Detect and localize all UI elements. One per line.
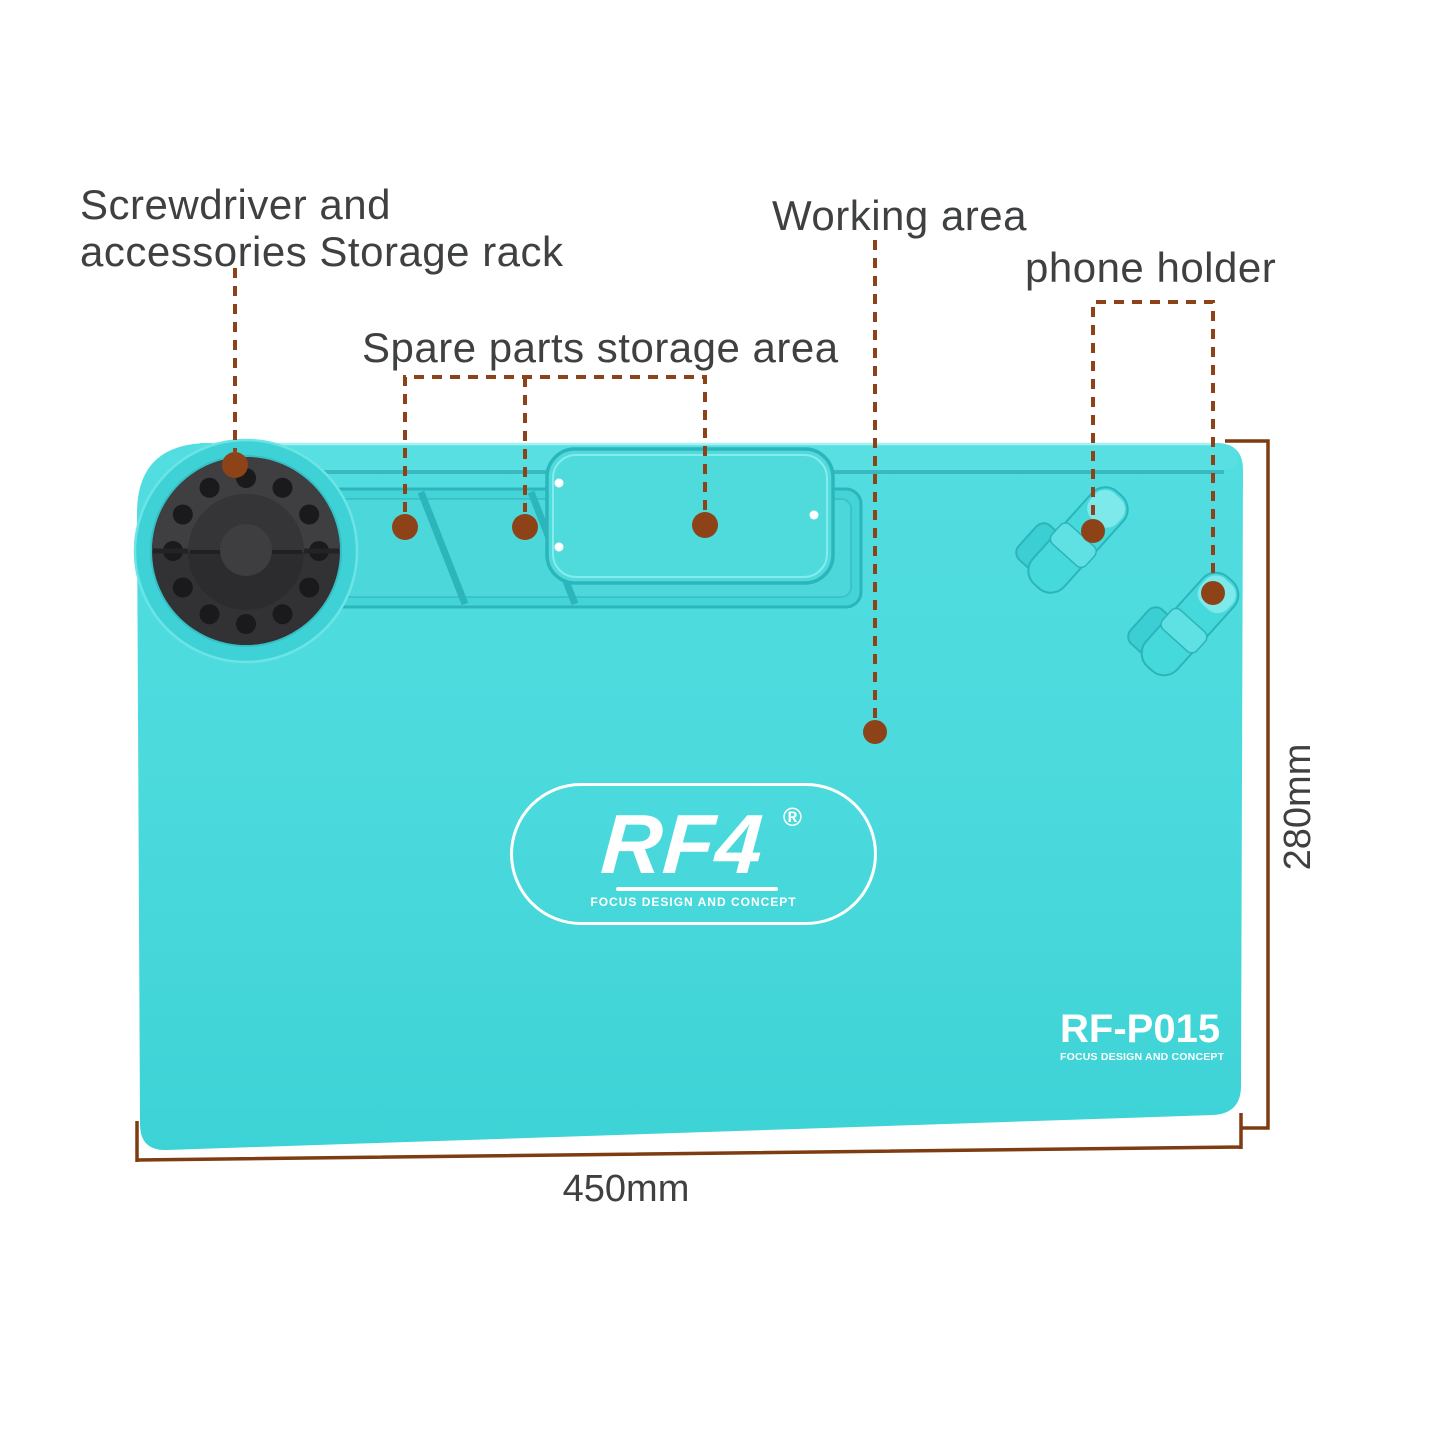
callout-dot-phone-1 [1081, 519, 1105, 543]
holder-base-rim [133, 438, 359, 664]
tray-screw-dot [809, 510, 819, 520]
callout-dots [222, 452, 1225, 744]
callout-dot-spare-2 [512, 514, 538, 540]
phone-hook-left [1015, 486, 1129, 594]
brand-name: RF4 [598, 797, 767, 891]
large-tray-outline [545, 447, 835, 585]
model-tagline: FOCUS DESIGN AND CONCEPT [1060, 1051, 1225, 1063]
callout-phone-holder: phone holder [1025, 244, 1277, 291]
brand-tagline: FOCUS DESIGN AND CONCEPT [590, 895, 797, 909]
tray-divider-1 [417, 490, 469, 606]
callout-dot-spare-3 [692, 512, 718, 538]
bit-holes [163, 468, 329, 634]
screwdriver-holder [133, 438, 359, 664]
callout-bracket-phone-holder [1091, 300, 1215, 577]
height-dimension-label: 280mm [1277, 743, 1319, 871]
logo-divider [616, 887, 778, 891]
callout-bracket-spare-parts [403, 375, 707, 512]
holder-inner-top-half [188, 494, 304, 552]
rf4-logo-wordmark: RF4 [511, 797, 854, 891]
callout-screwdriver-line2: accessories Storage rack [80, 228, 564, 275]
callout-screwdriver-rack: Screwdriver and accessories Storage rack [80, 181, 564, 275]
callout-dot-working-area [863, 720, 887, 744]
hook-top-face [1087, 489, 1126, 528]
mat-body [137, 443, 1243, 1151]
registered-trademark-symbol: ® [782, 802, 802, 832]
callout-dot-spare-1 [392, 514, 418, 540]
rf4-logo: RF4 ® FOCUS DESIGN AND CONCEPT [510, 783, 877, 925]
callout-lines [233, 240, 1215, 718]
large-tray-highlight [552, 454, 828, 578]
callout-dot-screwdriver [222, 452, 248, 478]
callout-dot-phone-2 [1201, 581, 1225, 605]
width-dimension-label: 450mm [562, 1168, 690, 1210]
dimension-lines [135, 439, 1270, 1162]
hook-strap [1160, 607, 1208, 654]
dimension-line-width [135, 1113, 1243, 1162]
dimension-line-height [1225, 439, 1270, 1130]
large-parts-tray [545, 447, 835, 585]
callout-working-area: Working area [772, 192, 1028, 239]
repair-mat [133, 438, 1243, 1151]
callout-screwdriver-line1: Screwdriver and [80, 181, 391, 228]
model-number: RF-P015 [1060, 1007, 1221, 1051]
callout-spare-parts: Spare parts storage area [362, 324, 839, 371]
model-block: RF-P015 FOCUS DESIGN AND CONCEPT [1060, 1007, 1225, 1063]
tray-screw-dot [554, 478, 564, 488]
tray-screw-dot [554, 542, 564, 552]
holder-hub [220, 524, 272, 576]
